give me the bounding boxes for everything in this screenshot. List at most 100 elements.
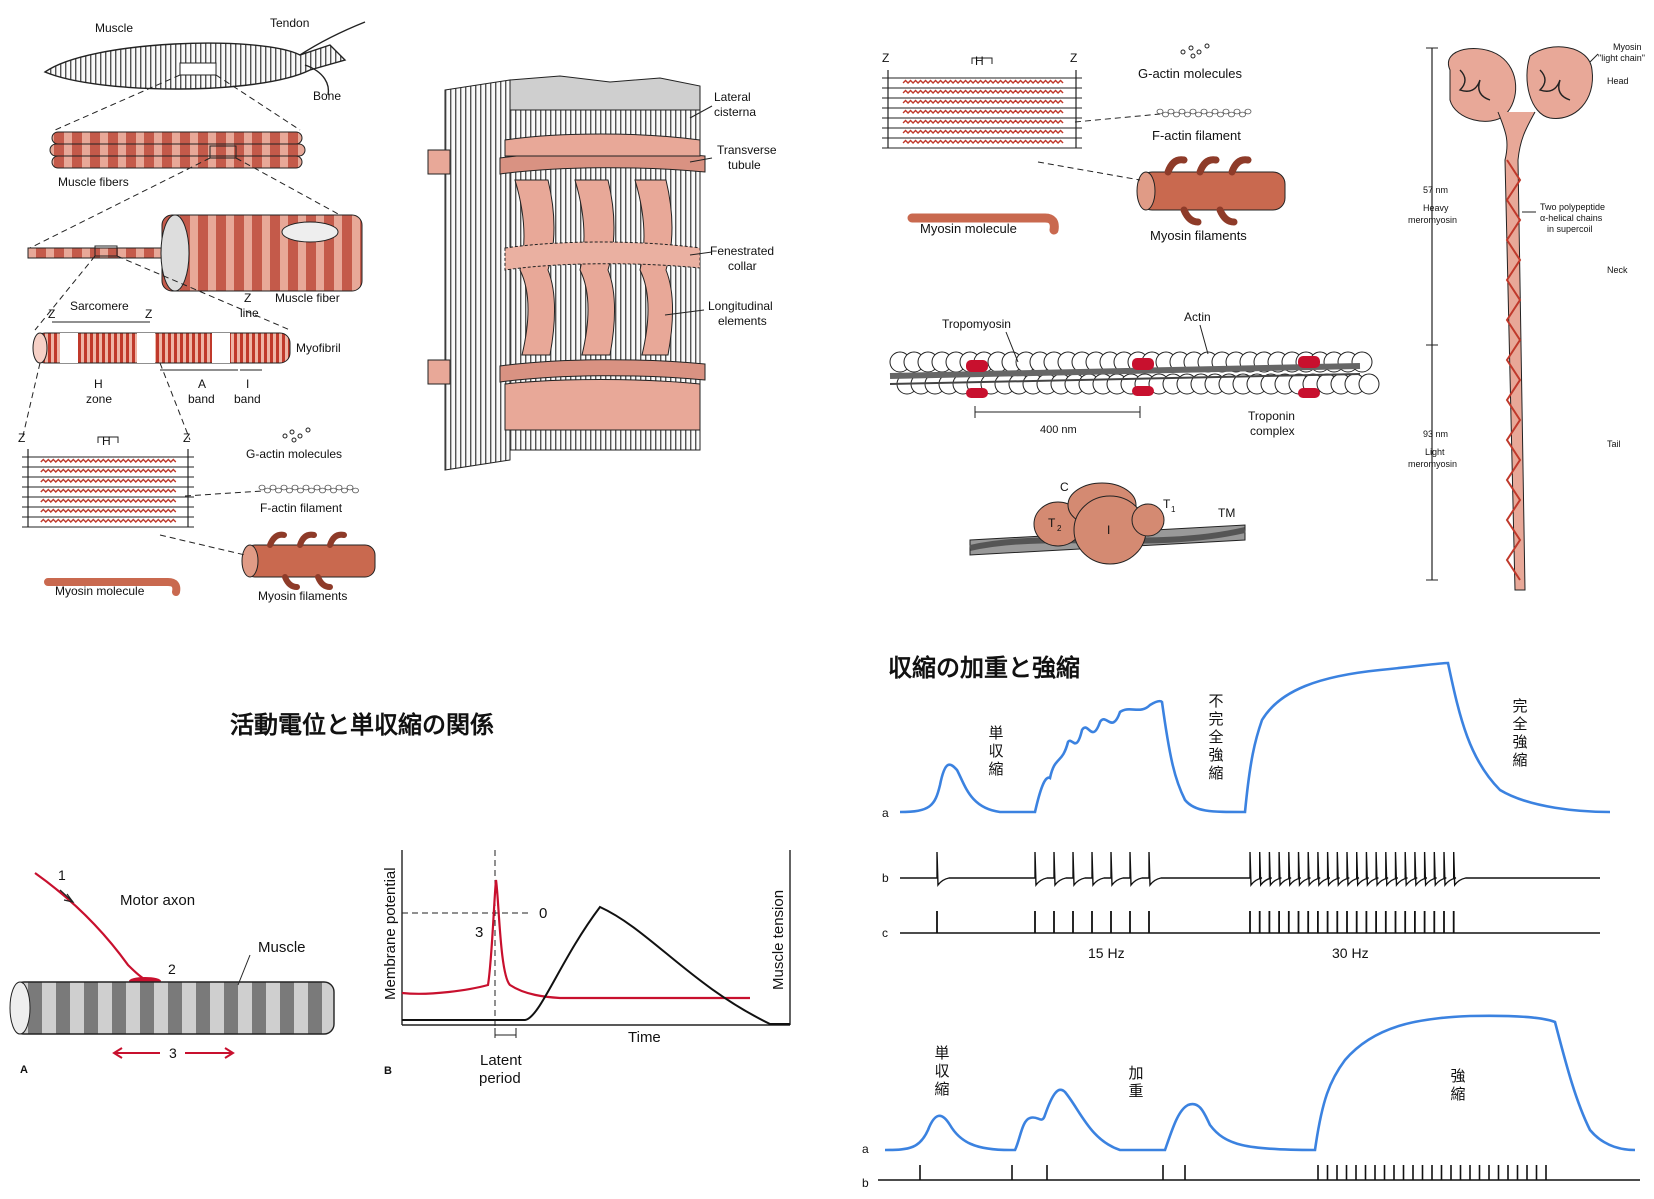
actin-monomer [335, 484, 343, 491]
label-t1-sub: 1 [1171, 505, 1176, 514]
label-transverse: Transverse [717, 143, 777, 157]
label-g-actin: G-actin molecules [246, 447, 342, 461]
actin-monomer [1244, 108, 1252, 115]
label-period: period [479, 1070, 521, 1087]
label-bottom-b: b [862, 1176, 869, 1190]
label-f-actin: F-actin filament [260, 501, 343, 515]
label-muscle-fiber: Muscle fiber [275, 291, 340, 305]
actin-monomer [1184, 111, 1191, 118]
thin-filament-diagram: Tropomyosin Actin 400 nm Troponin comple… [889, 310, 1380, 565]
label-tubule: tubule [728, 158, 761, 172]
label-elements: elements [718, 314, 767, 328]
vertical-char: 不 [1208, 692, 1223, 710]
vertical-char: 強 [1512, 733, 1527, 751]
g-actin-dots-right [1180, 43, 1210, 59]
label-heavy: Heavy [1423, 203, 1449, 213]
label-g-actin-right: G-actin molecules [1138, 66, 1243, 81]
label-top-twitch-vertical: 単収縮 [988, 724, 1003, 778]
label-bone: Bone [313, 89, 341, 103]
vertical-char: 完 [1208, 710, 1223, 728]
thick-filament [40, 478, 177, 483]
actin-monomer [1217, 111, 1224, 118]
transverse-tubule-lower [499, 359, 706, 383]
label-400nm: 400 nm [1040, 424, 1077, 436]
actin-monomer [264, 487, 271, 494]
thick-filament [902, 129, 1064, 134]
vertical-char: 縮 [1208, 764, 1223, 782]
actin-monomer [291, 484, 299, 491]
thick-filament [902, 89, 1064, 94]
vertical-char: 重 [1128, 1082, 1143, 1100]
label-15hz: 15 Hz [1088, 945, 1125, 961]
label-myosin-filaments-right: Myosin filaments [1150, 228, 1247, 243]
label-lateral: Lateral [714, 90, 751, 104]
actin-monomer [1206, 111, 1213, 118]
actin-monomer [1189, 108, 1197, 115]
troponin-closeup [969, 482, 1246, 565]
label-collar: collar [728, 259, 757, 273]
label-bottom-a: a [862, 1142, 869, 1156]
actin-monomer [1156, 108, 1164, 115]
troponin-4 [966, 388, 988, 398]
label-motor-axon: Motor axon [120, 892, 195, 909]
label-z-sarc-right: Z [183, 431, 190, 445]
vertical-char: 強 [1450, 1067, 1465, 1085]
label-a-band: band [188, 392, 215, 406]
thick-filament [40, 488, 177, 493]
label-muscle-tension: Muscle tension [770, 890, 787, 990]
label-z-mid: Z [145, 307, 152, 321]
label-sarcomere: Sarcomere [70, 299, 129, 313]
label-B: B [384, 1065, 392, 1077]
label-a: A [198, 377, 206, 391]
actin-beads [889, 351, 1380, 395]
label-zone: zone [86, 392, 112, 406]
g-actin-dots [282, 427, 311, 443]
actin-monomer [1195, 111, 1202, 118]
sr-bottom [504, 379, 701, 431]
sarcomere-filaments-right [882, 57, 1082, 149]
troponin-6 [1298, 388, 1320, 398]
thick-filament [902, 139, 1064, 144]
actin-monomer [352, 487, 359, 494]
vertical-char: 収 [934, 1062, 949, 1080]
troponin-t1 [1131, 503, 1165, 537]
vertical-char: 加 [1128, 1064, 1143, 1082]
vertical-char: 全 [1512, 715, 1527, 733]
membrane-potential-trace [401, 879, 750, 1000]
actin-monomer [324, 484, 332, 491]
label-93nm: 93 nm [1423, 429, 1448, 439]
thick-filament [40, 458, 177, 463]
thick-filament [40, 468, 177, 473]
label-c: C [1060, 480, 1069, 494]
h-bracket [971, 57, 993, 64]
vertical-char: 完 [1512, 697, 1527, 715]
muscle-zoom-box [179, 62, 217, 76]
label-f-actin-right: F-actin filament [1152, 128, 1241, 143]
label-A: A [20, 1064, 28, 1076]
myofibril-column-left [444, 79, 511, 471]
myosin-head-left [1447, 48, 1517, 122]
label-tm: TM [1218, 506, 1235, 520]
vertical-char: 縮 [1450, 1085, 1465, 1103]
top-trace-c [900, 911, 1600, 934]
label-latent: Latent [480, 1052, 523, 1069]
label-bottom-tetanus-vertical: 強縮 [1450, 1067, 1465, 1103]
actin-monomer [319, 487, 326, 494]
label-tendon: Tendon [270, 16, 309, 30]
stimulus-b-trace [900, 851, 1600, 888]
label-h-right: H [975, 54, 984, 68]
troponin-5 [1132, 386, 1154, 396]
label-30hz: 30 Hz [1332, 945, 1369, 961]
label-muscle-fibers: Muscle fibers [58, 175, 129, 189]
filament-diagram-right: Z H Z G-actin molecules F-actin filament… [882, 43, 1286, 243]
f-actin-chain-right [1156, 108, 1252, 118]
label-three-potential: 3 [475, 924, 483, 941]
actin-monomer [341, 487, 348, 494]
label-supercoil: in supercoil [1547, 224, 1593, 234]
troponin-2 [1132, 358, 1154, 370]
label-myosin-filaments: Myosin filaments [258, 589, 347, 603]
label-top-c: c [882, 926, 888, 940]
label-z-right-left: Z [882, 51, 889, 65]
